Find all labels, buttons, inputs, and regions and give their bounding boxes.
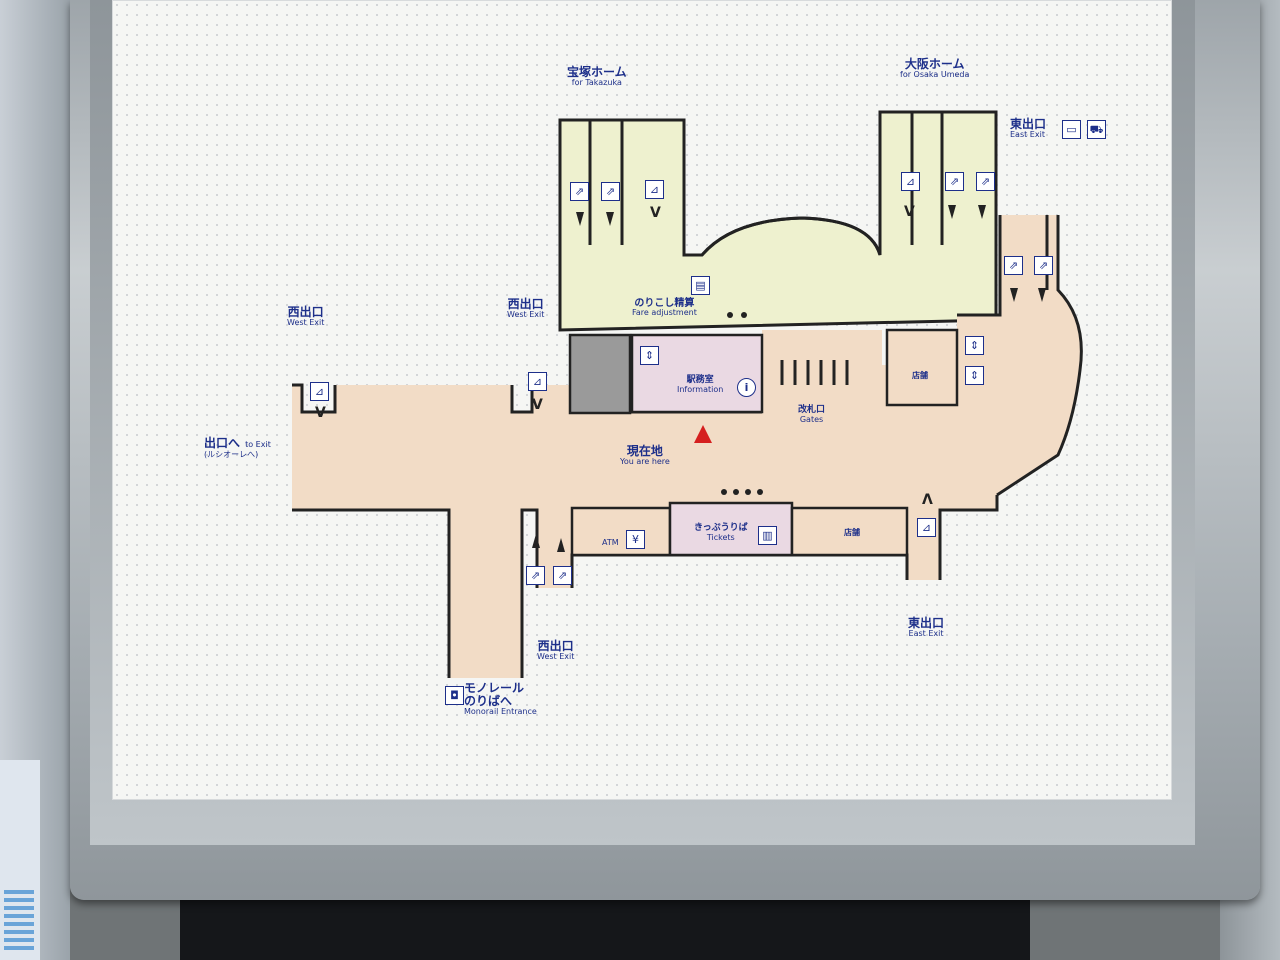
- atm-icon: ¥: [626, 530, 645, 549]
- stairs-icon: ⊿: [645, 180, 664, 199]
- takarazuka-platform-label: 宝塚ホーム for Takazuka: [567, 65, 627, 88]
- west-exit-bottom-label: 西出口 West Exit: [537, 639, 575, 662]
- escalator-icon: ⇗: [570, 182, 589, 201]
- bus-icon: ▭: [1062, 120, 1081, 139]
- east-exit-top-label: 東出口 East Exit: [1010, 117, 1047, 140]
- shop-bottom-block: [790, 506, 909, 557]
- ticket-office-block: [668, 501, 794, 557]
- stairs-icon: ⊿: [528, 372, 547, 391]
- wall-poster: [0, 760, 40, 960]
- taxi-icon: ⛟: [1087, 120, 1106, 139]
- fare-adjustment-icon: ▤: [691, 276, 710, 295]
- atm-block: [570, 506, 672, 557]
- escalator-icon: ⇗: [526, 566, 545, 585]
- escalator-icon: ⇗: [601, 182, 620, 201]
- escalator-icon: ⇗: [1034, 256, 1053, 275]
- restroom-block: [568, 333, 632, 415]
- shop-bottom-label: 店舗: [844, 528, 860, 537]
- escalator-icon: ⇗: [553, 566, 572, 585]
- elevator-icon: ⇕: [965, 336, 984, 355]
- west-exit-mid-label: 西出口 West Exit: [507, 297, 545, 320]
- stairs-direction-marker: V: [532, 397, 543, 413]
- you-are-here-marker: [694, 425, 712, 443]
- stairs-direction-marker: V: [650, 205, 661, 221]
- information-label: 駅務室 Information: [677, 375, 724, 394]
- stairs-direction-marker: V: [315, 405, 326, 421]
- station-floor-plan: [292, 110, 1083, 678]
- elevator-icon: ⇕: [965, 366, 984, 385]
- escalator-icon: ⇗: [976, 172, 995, 191]
- tickets-label: きっぷうりば Tickets: [694, 523, 748, 542]
- escalator-icon: ⇗: [945, 172, 964, 191]
- shop-right-block: [885, 328, 959, 407]
- concourse-area: [292, 215, 1082, 678]
- stairs-icon: ⊿: [917, 518, 936, 537]
- escalator-icon: ⇗: [1004, 256, 1023, 275]
- ticket-machine-icon: ▥: [758, 526, 777, 545]
- braille-dots: [721, 312, 763, 495]
- east-exit-bottom-label: 東出口 East Exit: [908, 616, 945, 639]
- shop-right-label: 店舗: [912, 371, 928, 380]
- stairs-direction-marker: Λ: [922, 492, 933, 508]
- station-map-board: 宝塚ホーム for Takazuka 大阪ホーム for Osaka Umeda…: [112, 0, 1172, 800]
- monorail-entrance-label: モノレール のりばへ Monorail Entrance: [464, 681, 537, 717]
- elevator-icon: ⇕: [640, 346, 659, 365]
- west-exit-far-left-label: 西出口 West Exit: [287, 305, 325, 328]
- osaka-platform-label: 大阪ホーム for Osaka Umeda: [900, 57, 970, 80]
- info-icon: i: [737, 378, 756, 397]
- atm-label: ATM: [602, 538, 619, 547]
- stairs-icon: ⊿: [310, 382, 329, 401]
- monorail-icon: ◘: [445, 686, 464, 705]
- sign-post: [180, 896, 1030, 960]
- stairs-direction-marker: V: [904, 204, 915, 220]
- gates-label: 改札口 Gates: [798, 405, 826, 424]
- you-are-here-label: 現在地 You are here: [620, 444, 670, 467]
- fare-adjustment-label: のりこし精算 Fare adjustment: [632, 298, 697, 317]
- to-exit-label: 出口へ to Exit (ルシオーレへ): [204, 436, 271, 459]
- stairs-icon: ⊿: [901, 172, 920, 191]
- platform-direction-markers: [532, 205, 1046, 552]
- fare-gates: [780, 360, 849, 385]
